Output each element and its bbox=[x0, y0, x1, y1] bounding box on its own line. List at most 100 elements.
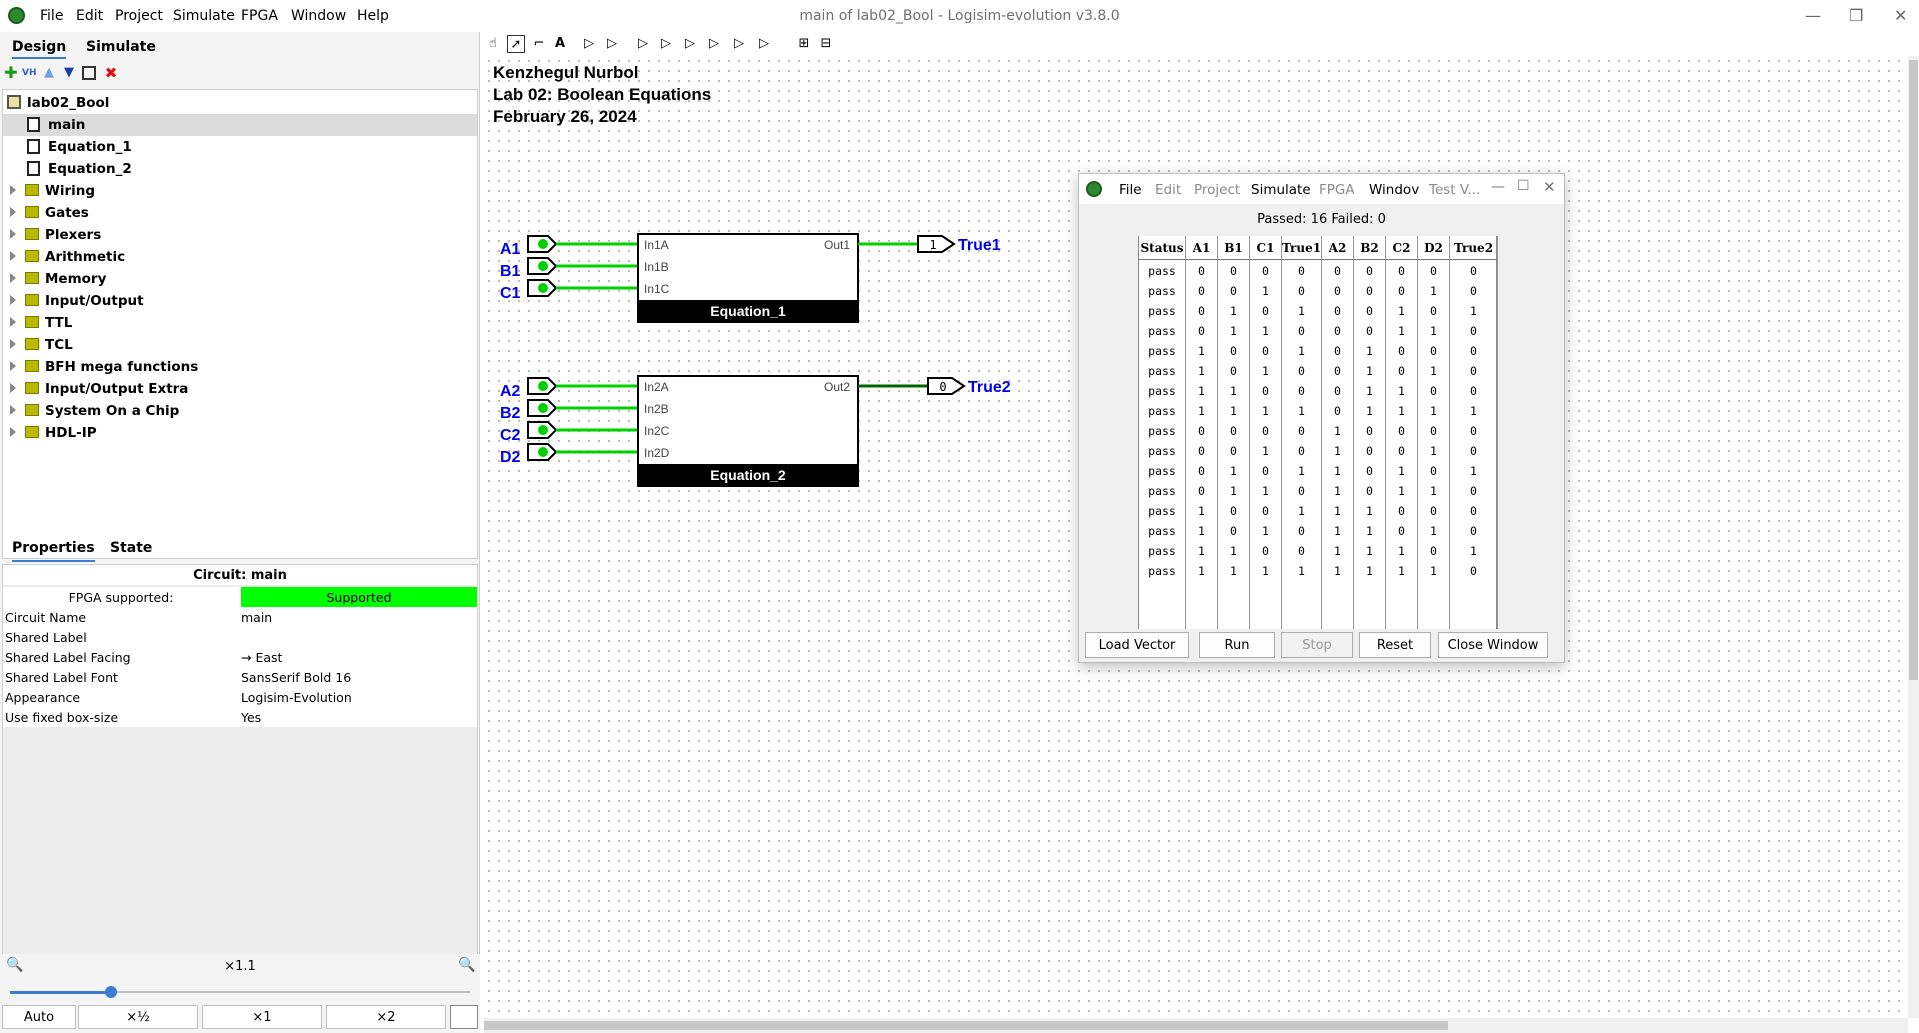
tree-lib-arithmetic[interactable]: Arithmetic bbox=[3, 246, 477, 268]
menu-window[interactable]: Window bbox=[291, 8, 347, 24]
tree-lib-memory[interactable]: Memory bbox=[3, 268, 477, 290]
or-gate-icon[interactable]: ▷ bbox=[685, 36, 695, 51]
menu-help[interactable]: Help bbox=[357, 8, 389, 24]
zoom-1x-button[interactable]: ×1 bbox=[202, 1005, 322, 1029]
zoom-half-button[interactable]: ×½ bbox=[78, 1005, 198, 1029]
column-header[interactable]: C2 bbox=[1392, 241, 1411, 255]
edit-appearance-icon[interactable] bbox=[82, 66, 96, 80]
prop-value[interactable]: Logisim-Evolution bbox=[241, 690, 352, 705]
prop-value[interactable]: SansSerif Bold 16 bbox=[241, 670, 352, 685]
tree-lib-wiring[interactable]: Wiring bbox=[3, 180, 477, 202]
prop-row[interactable]: Shared Label Facing→ East bbox=[3, 647, 477, 667]
tab-simulate[interactable]: Simulate bbox=[86, 39, 156, 55]
not-gate-icon[interactable]: ▷ bbox=[638, 36, 648, 51]
tree-circuit-equation-2[interactable]: Equation_2 bbox=[3, 158, 477, 180]
menu-file[interactable]: File bbox=[40, 8, 64, 24]
input-pin-c1[interactable]: C1 bbox=[500, 279, 558, 302]
tree-lib-bfh[interactable]: BFH mega functions bbox=[3, 356, 477, 378]
tree-circuit-equation-1[interactable]: Equation_1 bbox=[3, 136, 477, 158]
tree-lib-ttl[interactable]: TTL bbox=[3, 312, 477, 334]
tab-design[interactable]: Design bbox=[12, 39, 67, 59]
tv-minimize-icon[interactable]: — bbox=[1491, 179, 1505, 195]
close-icon[interactable]: ✕ bbox=[1894, 6, 1908, 25]
output-pin-icon[interactable]: ▷ bbox=[607, 36, 617, 51]
reset-button[interactable]: Reset bbox=[1359, 632, 1431, 658]
expand-icon[interactable] bbox=[10, 339, 16, 349]
tab-properties[interactable]: Properties bbox=[12, 540, 95, 562]
prop-value[interactable]: main bbox=[241, 610, 273, 625]
equation-1-block[interactable]: In1A In1B In1C Out1 Equation_1 bbox=[637, 233, 859, 323]
equation-2-block[interactable]: In2A In2B In2C In2D Out2 Equation_2 bbox=[637, 375, 859, 487]
text-tool-icon[interactable]: A bbox=[554, 36, 566, 51]
expand-icon[interactable] bbox=[10, 405, 16, 415]
zoom-2x-button[interactable]: ×2 bbox=[326, 1005, 446, 1029]
tv-menu-edit[interactable]: Edit bbox=[1155, 182, 1182, 198]
expand-icon[interactable] bbox=[10, 427, 16, 437]
fullscreen-icon[interactable] bbox=[450, 1005, 478, 1029]
poke-tool-icon[interactable]: ☝ bbox=[489, 36, 497, 51]
delete-icon[interactable]: ✖ bbox=[104, 64, 118, 82]
column-header[interactable]: Status bbox=[1140, 241, 1184, 255]
nand-gate-icon[interactable]: ▷ bbox=[734, 36, 744, 51]
expand-icon[interactable] bbox=[10, 185, 16, 195]
expand-icon[interactable] bbox=[10, 317, 16, 327]
tv-menu-test-vector[interactable]: Test V... bbox=[1429, 182, 1481, 198]
input-pin-a1[interactable]: A1 bbox=[500, 235, 558, 258]
tv-menu-file[interactable]: File bbox=[1119, 182, 1142, 198]
zoom-slider-track[interactable] bbox=[10, 991, 470, 993]
stop-button[interactable]: Stop bbox=[1281, 632, 1353, 658]
zoom-out-icon[interactable]: 🔍 bbox=[6, 957, 24, 973]
expand-icon[interactable] bbox=[10, 361, 16, 371]
prop-row[interactable]: Shared Label bbox=[3, 627, 477, 647]
tree-lib-io-extra[interactable]: Input/Output Extra bbox=[3, 378, 477, 400]
restore-icon[interactable]: ❐ bbox=[1849, 6, 1864, 25]
output-pin-true1[interactable]: 1 True1 bbox=[917, 235, 1001, 254]
tree-lib-hdl-ip[interactable]: HDL-IP bbox=[3, 422, 477, 444]
tree-lib-tcl[interactable]: TCL bbox=[3, 334, 477, 356]
run-button[interactable]: Run bbox=[1199, 632, 1275, 658]
menu-edit[interactable]: Edit bbox=[76, 8, 104, 24]
input-pin-a2[interactable]: A2 bbox=[500, 377, 558, 400]
tree-lib-soc[interactable]: System On a Chip bbox=[3, 400, 477, 422]
tv-menu-simulate[interactable]: Simulate bbox=[1251, 182, 1311, 198]
tv-menu-fpga[interactable]: FPGA bbox=[1319, 182, 1355, 198]
horizontal-scroll-thumb[interactable] bbox=[484, 1021, 1448, 1030]
input-pin-b1[interactable]: B1 bbox=[500, 257, 558, 280]
tab-state[interactable]: State bbox=[110, 540, 153, 556]
column-header[interactable]: True2 bbox=[1453, 241, 1494, 255]
and-gate-icon[interactable]: ▷ bbox=[661, 36, 671, 51]
minimize-icon[interactable]: — bbox=[1805, 6, 1821, 25]
menu-simulate[interactable]: Simulate bbox=[173, 8, 235, 24]
load-vector-button[interactable]: Load Vector bbox=[1085, 632, 1189, 658]
tree-lib-plexers[interactable]: Plexers bbox=[3, 224, 477, 246]
appearance-icon[interactable]: ⊟ bbox=[820, 36, 832, 51]
output-pin-true2[interactable]: 0 True2 bbox=[927, 377, 1011, 396]
wire-tool-icon[interactable]: ⌐ bbox=[533, 36, 545, 51]
prop-value[interactable]: → East bbox=[241, 650, 283, 665]
column-header[interactable]: True1 bbox=[1282, 241, 1322, 255]
zoom-in-icon[interactable]: 🔍 bbox=[458, 957, 476, 973]
input-pin-icon[interactable]: ▷ bbox=[584, 36, 594, 51]
column-header[interactable]: D2 bbox=[1424, 241, 1443, 255]
tv-menu-project[interactable]: Project bbox=[1194, 182, 1241, 198]
menu-fpga[interactable]: FPGA bbox=[241, 8, 278, 24]
tree-lib-gates[interactable]: Gates bbox=[3, 202, 477, 224]
column-header[interactable]: C1 bbox=[1256, 241, 1275, 255]
add-circuit-icon[interactable]: ✚ bbox=[4, 63, 18, 82]
tv-menu-window[interactable]: Windov bbox=[1369, 182, 1420, 198]
column-header[interactable]: A1 bbox=[1192, 241, 1211, 255]
zoom-slider-knob[interactable] bbox=[105, 986, 118, 998]
column-header[interactable]: A2 bbox=[1328, 241, 1347, 255]
expand-icon[interactable] bbox=[10, 295, 16, 305]
tree-circuit-main[interactable]: main bbox=[3, 114, 477, 136]
vertical-scroll-thumb[interactable] bbox=[1909, 60, 1918, 680]
column-header[interactable]: B1 bbox=[1224, 241, 1243, 255]
vhdl-icon[interactable]: VH bbox=[22, 68, 37, 78]
expand-icon[interactable] bbox=[10, 383, 16, 393]
expand-icon[interactable] bbox=[10, 251, 16, 261]
select-tool-icon[interactable]: ➚ bbox=[507, 35, 525, 53]
